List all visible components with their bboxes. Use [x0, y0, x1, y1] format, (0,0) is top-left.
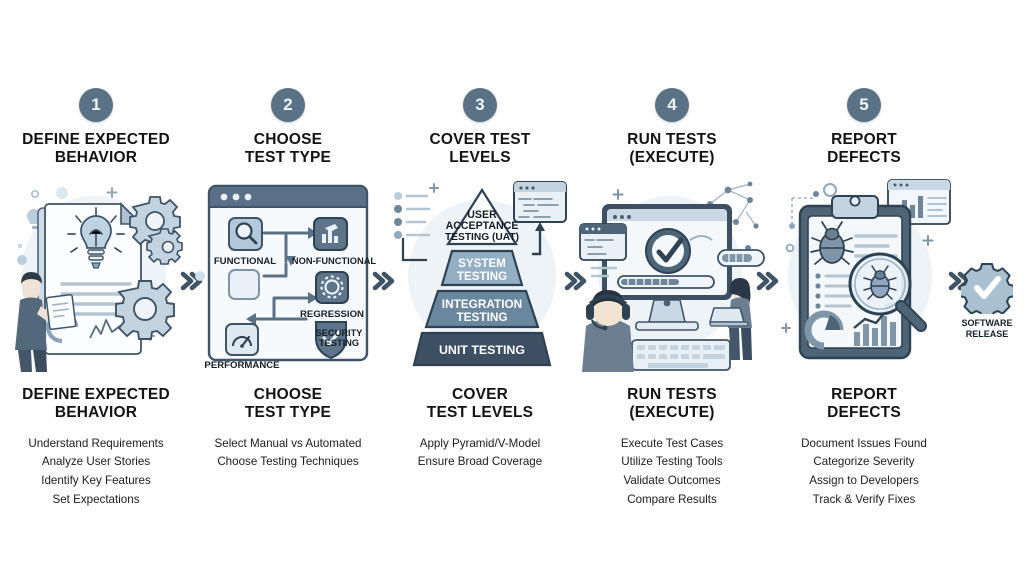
- step-5-illustration: [770, 176, 958, 372]
- step-2-top-header: 2 CHOOSE TEST TYPE: [192, 88, 384, 168]
- list-item: Analyze User Stories: [41, 455, 151, 469]
- flow-label-security-testing: SECURITY TESTING: [315, 328, 363, 349]
- chevron-right-separator-2-icon: [372, 271, 395, 291]
- step-4-top-title: RUN TESTS (EXECUTE): [627, 131, 717, 167]
- chevron-right-separator-3-icon: [564, 271, 587, 291]
- person-figure: [15, 272, 77, 372]
- step-1-illustration: [2, 176, 190, 372]
- list-item: Assign to Developers: [809, 474, 919, 488]
- person-reviewing-document-with-lightbulb-and-gears-icon: [15, 187, 183, 372]
- step-1-top-header: 1 DEFINE EXPECTED BEHAVIOR: [0, 88, 192, 168]
- step-2-top-title: CHOOSE TEST TYPE: [244, 131, 332, 167]
- flow-label-functional: FUNCTIONAL: [214, 256, 276, 267]
- step-2-bottom-block: CHOOSE TEST TYPE Select Manual vs Automa…: [192, 386, 384, 472]
- list-item: Document Issues Found: [801, 436, 927, 450]
- step-3-bottom-title: COVER TEST LEVELS: [426, 386, 534, 422]
- step-3-top-title: COVER TEST LEVELS: [429, 131, 531, 167]
- step-4-bottom-title: RUN TESTS (EXECUTE): [627, 386, 717, 422]
- svg-text:ACCEPTANCE: ACCEPTANCE: [446, 220, 519, 232]
- software-release-label: SOFTWARE RELEASE: [961, 318, 1013, 340]
- step-5-bottom-block: REPORT DEFECTS Document Issues Found Cat…: [768, 386, 960, 510]
- magnifier-icon: [848, 252, 927, 332]
- step-5-top-title: REPORT DEFECTS: [827, 131, 901, 167]
- step-3: 3 COVER TEST LEVELS: [384, 0, 587, 580]
- desktop-monitor-with-checkmark-tester-and-engineer-icon: [579, 181, 765, 372]
- clipboard-with-bugs-magnifier-and-charts-icon: [781, 179, 951, 360]
- list-item: Validate Outcomes: [623, 474, 721, 488]
- step-2: 2 CHOOSE TEST TYPE: [192, 0, 395, 580]
- step-1-top-title: DEFINE EXPECTED BEHAVIOR: [22, 131, 170, 167]
- step-2-bottom-title: CHOOSE TEST TYPE: [244, 386, 332, 422]
- step-4-number-badge: 4: [655, 88, 689, 122]
- list-item: Compare Results: [627, 492, 717, 506]
- list-item: Ensure Broad Coverage: [417, 455, 543, 469]
- step-5-top-header: 5 REPORT DEFECTS: [768, 88, 960, 168]
- gear-check-icon: [961, 263, 1013, 314]
- flow-label-performance: PERFORMANCE: [204, 360, 280, 371]
- step-3-number-badge: 3: [463, 88, 497, 122]
- step-2-number-badge: 2: [271, 88, 305, 122]
- flow-label-non-functional: NON-FUNCTIONAL: [292, 256, 376, 266]
- list-item: Apply Pyramid/V-Model: [419, 436, 541, 450]
- bug-icon: [810, 221, 854, 265]
- list-item: Set Expectations: [52, 492, 140, 506]
- list-item: Track & Verify Fixes: [812, 492, 916, 506]
- step-3-illustration: USER ACCEPTANCE TESTING (UAT) SYSTEM TES…: [386, 176, 574, 372]
- svg-text:INTEGRATION: INTEGRATION: [442, 297, 522, 311]
- svg-text:UNIT TESTING: UNIT TESTING: [439, 343, 525, 357]
- step-4-bottom-block: RUN TESTS (EXECUTE) Execute Test Cases U…: [576, 386, 768, 510]
- steps-container: 1 DEFINE EXPECTED BEHAVIOR: [0, 0, 971, 580]
- step-1-bottom-title: DEFINE EXPECTED BEHAVIOR: [22, 386, 170, 422]
- step-3-bullets: Apply Pyramid/V-Model Ensure Broad Cover…: [384, 435, 576, 473]
- engineer-figure: [709, 278, 752, 360]
- list-item: Choose Testing Techniques: [217, 455, 359, 469]
- step-2-illustration: FUNCTIONAL NON-FUNCTIONAL: [194, 176, 382, 372]
- step-1-number-badge: 1: [79, 88, 113, 122]
- testing-pyramid-icon: USER ACCEPTANCE TESTING (UAT) SYSTEM TES…: [394, 181, 567, 367]
- step-1: 1 DEFINE EXPECTED BEHAVIOR: [0, 0, 203, 580]
- step-4-top-header: 4 RUN TESTS (EXECUTE): [576, 88, 768, 168]
- list-item: Identify Key Features: [41, 474, 151, 488]
- list-item: Categorize Severity: [813, 455, 915, 469]
- step-3-top-header: 3 COVER TEST LEVELS: [384, 88, 576, 168]
- support-agent-figure: [582, 290, 634, 372]
- step-4-bullets: Execute Test Cases Utilize Testing Tools…: [576, 435, 768, 510]
- svg-text:SYSTEM: SYSTEM: [458, 257, 506, 270]
- list-item: Execute Test Cases: [620, 436, 724, 450]
- step-5-number-badge: 5: [847, 88, 881, 122]
- svg-text:TESTING (UAT): TESTING (UAT): [445, 232, 519, 243]
- svg-text:USER: USER: [467, 209, 497, 221]
- step-2-bullets: Select Manual vs Automated Choose Testin…: [192, 435, 384, 473]
- step-4-illustration: [578, 176, 766, 372]
- svg-text:TESTING: TESTING: [457, 270, 507, 283]
- browser-window-test-type-flowchart-icon: FUNCTIONAL NON-FUNCTIONAL: [195, 184, 376, 371]
- chevron-right-separator-4-icon: [756, 271, 779, 291]
- step-4: 4 RUN TESTS (EXECUTE): [576, 0, 779, 580]
- step-5-bottom-title: REPORT DEFECTS: [827, 386, 901, 422]
- step-3-bottom-block: COVER TEST LEVELS Apply Pyramid/V-Model …: [384, 386, 576, 472]
- list-item: Understand Requirements: [28, 436, 164, 450]
- flow-label-regression: REGRESSION: [300, 309, 364, 320]
- step-1-bottom-block: DEFINE EXPECTED BEHAVIOR Understand Requ…: [0, 386, 192, 510]
- software-release-badge: SOFTWARE RELEASE: [956, 262, 1018, 341]
- list-item: Select Manual vs Automated: [214, 436, 362, 450]
- step-5: 5 REPORT DEFECTS: [768, 0, 971, 580]
- list-item: Utilize Testing Tools: [621, 455, 723, 469]
- svg-text:TESTING: TESTING: [456, 310, 507, 324]
- step-1-bullets: Understand Requirements Analyze User Sto…: [0, 435, 192, 510]
- step-5-bullets: Document Issues Found Categorize Severit…: [768, 435, 960, 510]
